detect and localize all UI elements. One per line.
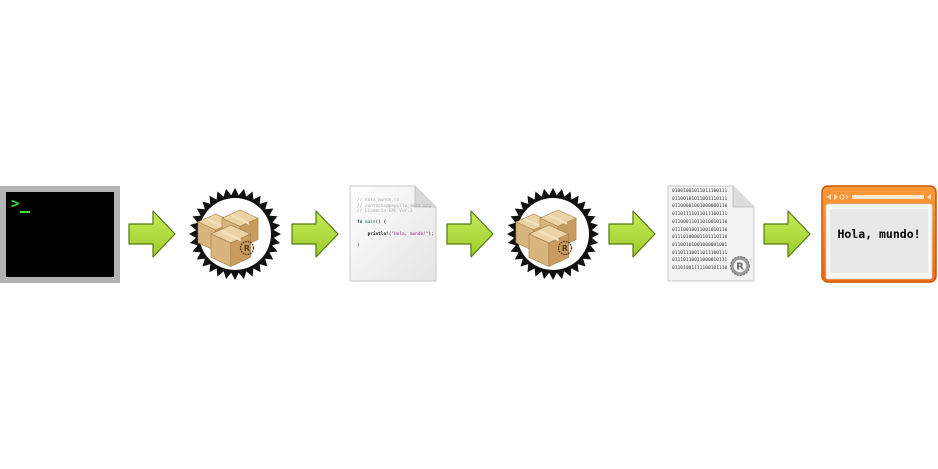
right-arrow-icon bbox=[608, 210, 656, 258]
arrow-shape bbox=[128, 210, 176, 258]
terminal-prompt: > bbox=[11, 196, 20, 212]
crate-box bbox=[210, 224, 252, 267]
code-line: // Licencia GPL Ver.3 bbox=[357, 209, 413, 215]
svg-text:R: R bbox=[562, 244, 568, 253]
binary-executable-file-icon: 01001001011011100111 01100101011001110111… bbox=[667, 185, 755, 282]
binary-line: 01101111011011100111 bbox=[672, 212, 728, 218]
arrow-shape bbox=[608, 210, 656, 258]
browser-frame bbox=[821, 185, 937, 283]
cargo-crates-badge-icon: R bbox=[189, 188, 281, 280]
arrow-shape bbox=[763, 210, 811, 258]
arrow-shape bbox=[291, 210, 339, 258]
crate-box bbox=[528, 224, 570, 267]
rust-logo-icon: R bbox=[239, 240, 255, 256]
svg-text:R: R bbox=[736, 262, 744, 273]
browser-page-content: Hola, mundo! bbox=[837, 227, 921, 241]
right-arrow-icon bbox=[291, 210, 339, 258]
right-arrow-icon bbox=[763, 210, 811, 258]
binary-line: 01110010011001010110 bbox=[672, 227, 728, 233]
binary-line: 01100101001000001001 bbox=[672, 242, 728, 248]
browser-window-icon: Hola, mundo! bbox=[821, 185, 937, 283]
cargo-crates-badge-icon: R bbox=[507, 188, 599, 280]
binary-digits-text: 01001001011011100111 01100101011001110111… bbox=[672, 188, 747, 278]
binary-line: 01100101011001110111 bbox=[672, 196, 728, 202]
right-arrow-icon bbox=[128, 210, 176, 258]
rust-logo-icon: R bbox=[730, 256, 750, 276]
binary-line: 01100011011010010110 bbox=[672, 219, 728, 225]
code-line: // contacto@pepillo-meza.org bbox=[357, 203, 432, 209]
binary-line: 01101001111100101110 bbox=[672, 266, 728, 272]
binary-line: 01110100001101110110 bbox=[672, 235, 728, 241]
code-line: println!("Hola, mundo!"); bbox=[367, 231, 433, 237]
code-line: fn main() { bbox=[357, 220, 387, 226]
code-line: } bbox=[357, 242, 360, 248]
binary-line: 01001001011011100111 bbox=[672, 189, 728, 194]
terminal-icon: > bbox=[0, 186, 120, 283]
terminal-screen: > bbox=[6, 192, 114, 277]
binary-line: 01101110011011100111 bbox=[672, 250, 728, 256]
arrow-shape bbox=[446, 210, 494, 258]
rust-logo-icon: R bbox=[557, 240, 573, 256]
code-line: // hola_mundo.rs bbox=[357, 198, 400, 203]
file-page-shape bbox=[667, 185, 755, 282]
file-page-shape bbox=[349, 185, 437, 282]
source-code-file-icon: // hola_mundo.rs// contacto@pepillo-meza… bbox=[349, 185, 437, 282]
source-code-text: // hola_mundo.rs// contacto@pepillo-meza… bbox=[357, 198, 433, 280]
svg-text:R: R bbox=[244, 244, 250, 253]
binary-line: 01110110011000010111 bbox=[672, 258, 728, 264]
terminal-cursor bbox=[20, 211, 30, 213]
binary-line: 01100001001000000110 bbox=[672, 204, 728, 210]
right-arrow-icon bbox=[446, 210, 494, 258]
